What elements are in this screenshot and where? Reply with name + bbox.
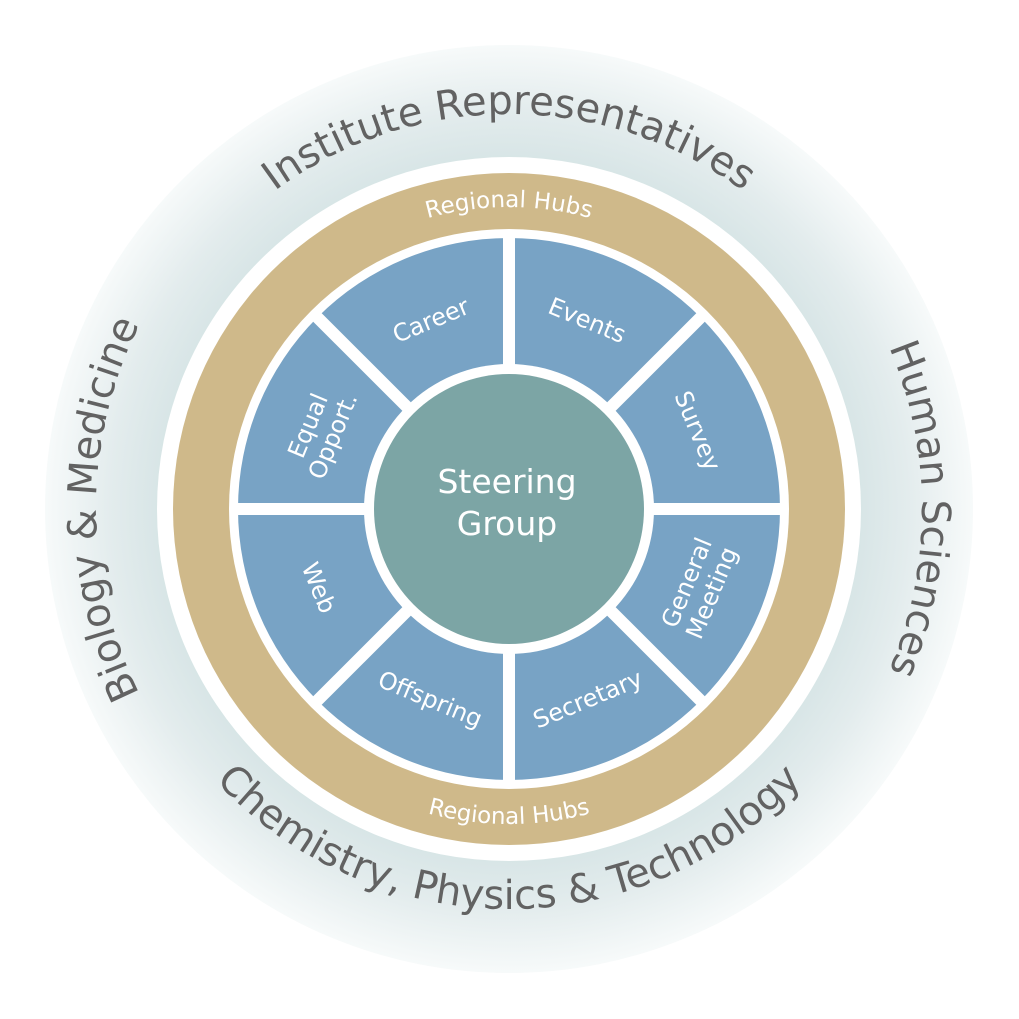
segment-ring (238, 238, 781, 781)
segment-offspring (317, 607, 509, 781)
segment-equal-opport (238, 317, 411, 509)
steering-group-circle (374, 374, 644, 644)
segment-separator (600, 600, 707, 707)
center-label-line1: Steering (437, 462, 576, 501)
segment-separator (600, 311, 707, 418)
segment-secretary (509, 607, 701, 781)
segment-separator (311, 600, 418, 707)
segment-survey (607, 317, 781, 509)
segment-general-meeting (607, 509, 781, 701)
segment-career (317, 238, 509, 411)
center-label-line2: Group (457, 504, 557, 543)
segment-separator (311, 311, 418, 418)
segment-web (238, 509, 411, 701)
segment-separators (236, 236, 782, 782)
segment-events (509, 238, 701, 411)
